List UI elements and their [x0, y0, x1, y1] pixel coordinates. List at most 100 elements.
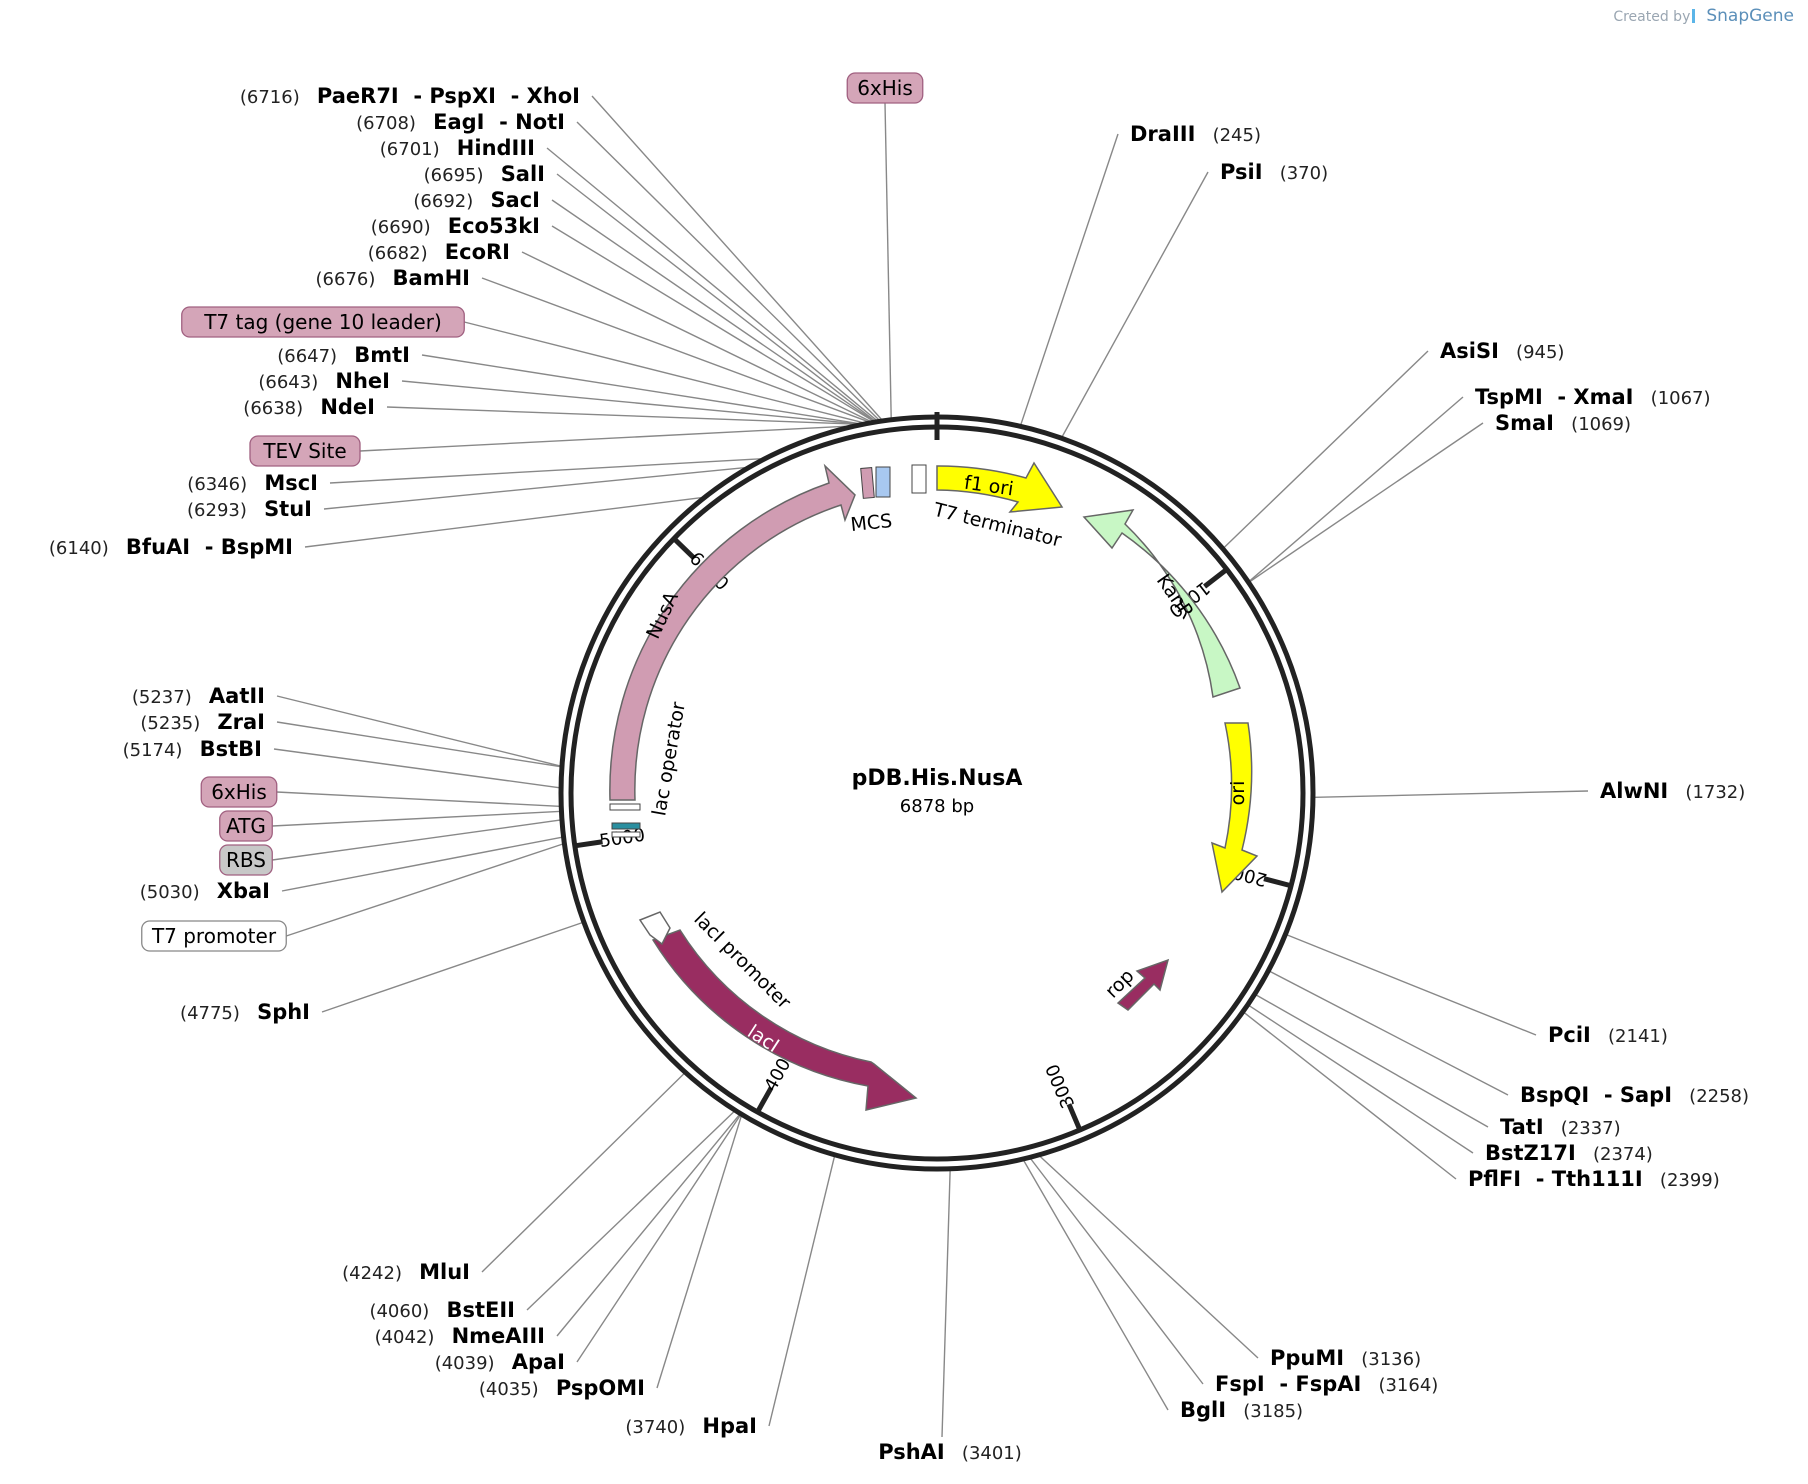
feature-tag[interactable]: T7 tag (gene 10 leader) — [181, 306, 465, 338]
restriction-site[interactable]: (4039) ApaI — [435, 1350, 565, 1374]
restriction-site[interactable]: (6676) BamHI — [316, 266, 470, 290]
site-name: AsiSI — [1440, 339, 1499, 363]
site-position: (3401) — [945, 1443, 1022, 1464]
created-by-text: Created by — [1613, 9, 1691, 25]
restriction-site[interactable]: (6682) EcoRI — [368, 240, 510, 264]
svg-text:(6643) NheI: (6643) NheI — [258, 369, 390, 393]
site-name: TatI — [1500, 1115, 1544, 1139]
restriction-site[interactable]: PshAI (3401) — [878, 1440, 1022, 1464]
feature-tag[interactable]: T7 promoter — [141, 920, 287, 952]
restriction-site[interactable]: (4242) MluI — [342, 1260, 470, 1284]
leader-line — [1244, 1012, 1457, 1180]
feature-tag-box — [181, 306, 465, 338]
restriction-site[interactable]: TspMI - XmaI (1067) — [1475, 385, 1711, 409]
restriction-site[interactable]: BspQI - SapI (2258) — [1520, 1083, 1749, 1107]
restriction-site[interactable]: (5030) XbaI — [140, 879, 270, 903]
restriction-site[interactable]: (6643) NheI — [258, 369, 390, 393]
svg-text:(4242) MluI: (4242) MluI — [342, 1260, 470, 1284]
restriction-site[interactable]: (4775) SphI — [180, 1000, 310, 1024]
restriction-site[interactable]: (5174) BstBI — [123, 737, 262, 761]
restriction-site[interactable]: PsiI (370) — [1220, 160, 1328, 184]
restriction-site[interactable]: AsiSI (945) — [1440, 339, 1564, 363]
restriction-site[interactable]: (6690) Eco53kI — [371, 214, 540, 238]
site-name: TspMI — [1475, 385, 1543, 409]
feature-tag-label: T7 tag (gene 10 leader) — [203, 310, 442, 334]
svg-text:PflFI - Tth111I (2399): PflFI - Tth111I (2399) — [1468, 1167, 1720, 1191]
site-name: SmaI — [1495, 411, 1554, 435]
site-name: AlwNI — [1600, 779, 1668, 803]
site-position: (3185) — [1226, 1401, 1303, 1422]
restriction-site[interactable]: (5237) AatII — [132, 684, 265, 708]
restriction-site[interactable]: PflFI - Tth111I (2399) — [1468, 1167, 1720, 1191]
site-position: (1732) — [1668, 782, 1745, 803]
restriction-site[interactable]: (6293) StuI — [187, 497, 312, 521]
restriction-site[interactable]: (6346) MscI — [187, 471, 318, 495]
leader-line — [884, 102, 892, 418]
tick-mark — [1203, 567, 1229, 589]
restriction-site[interactable]: PpuMI (3136) — [1270, 1346, 1421, 1370]
restriction-site[interactable]: (6708) EagI - NotI — [356, 110, 565, 134]
restriction-site[interactable]: SmaI (1069) — [1495, 411, 1631, 435]
lac-operator-block — [609, 803, 641, 811]
svg-text:DraIII (245): DraIII (245) — [1130, 122, 1261, 146]
site-name: ZraI — [217, 710, 265, 734]
feature-tag[interactable]: RBS — [219, 844, 273, 876]
restriction-site[interactable]: TatI (2337) — [1500, 1115, 1621, 1139]
restriction-site[interactable]: (3740) HpaI — [625, 1414, 757, 1438]
restriction-site[interactable]: AlwNI (1732) — [1600, 779, 1745, 803]
leader-line — [1223, 350, 1429, 548]
site-position: (4042) — [375, 1327, 452, 1348]
site-name: - NotI — [484, 110, 565, 134]
svg-text:TatI (2337): TatI (2337) — [1500, 1115, 1621, 1139]
site-position: (4775) — [180, 1003, 257, 1024]
restriction-site[interactable]: (6695) SalI — [424, 162, 545, 186]
svg-text:TspMI - XmaI (1067): TspMI - XmaI (1067) — [1475, 385, 1711, 409]
site-name: BglI — [1180, 1398, 1226, 1422]
restriction-site[interactable]: DraIII (245) — [1130, 122, 1261, 146]
ori-arrow — [1210, 722, 1259, 894]
svg-text:AsiSI (945): AsiSI (945) — [1440, 339, 1564, 363]
site-name: MscI — [264, 471, 318, 495]
feature-tag[interactable]: ATG — [219, 810, 273, 842]
restriction-site[interactable]: (6638) NdeI — [243, 395, 375, 419]
feature-tag[interactable]: TEV Site — [249, 435, 361, 467]
feature-tag[interactable]: 6xHis — [200, 776, 278, 808]
site-name: PsiI — [1220, 160, 1263, 184]
leader-line — [304, 497, 702, 548]
feature-tag-box — [219, 810, 273, 842]
restriction-site[interactable]: BglI (3185) — [1180, 1398, 1303, 1422]
restriction-site[interactable]: PciI (2141) — [1548, 1023, 1668, 1047]
restriction-site[interactable]: (5235) ZraI — [140, 710, 265, 734]
restriction-site[interactable]: BstZ17I (2374) — [1485, 1141, 1653, 1165]
leader-line — [551, 199, 874, 422]
site-position: (3164) — [1361, 1375, 1438, 1396]
leader-line — [329, 458, 761, 484]
restriction-site[interactable]: (4035) PspOMI — [479, 1376, 645, 1400]
leader-line — [276, 791, 560, 807]
feature-tag[interactable]: 6xHis — [846, 72, 924, 104]
svg-text:(6716) PaeR7I - PspXI - Xh: (6716) PaeR7I - PspXI - XhoI — [240, 84, 580, 108]
restriction-site[interactable]: (6692) SacI — [413, 188, 540, 212]
leader-line — [272, 819, 561, 861]
svg-text:(5030) XbaI: (5030) XbaI — [140, 879, 270, 903]
restriction-site[interactable]: FspI - FspAI (3164) — [1215, 1372, 1438, 1396]
leader-line — [359, 425, 846, 452]
rbs-block — [611, 822, 641, 830]
site-position: (6676) — [316, 269, 393, 290]
restriction-site[interactable]: (6716) PaeR7I - PspXI - XhoI — [240, 84, 580, 108]
restriction-site[interactable]: (6140) BfuAI - BspMI — [49, 535, 293, 559]
feature-tag-box — [200, 776, 278, 808]
restriction-site[interactable]: (6647) BmtI — [277, 343, 410, 367]
restriction-site[interactable]: (6701) HindIII — [380, 136, 535, 160]
site-position: (6695) — [424, 165, 501, 186]
restriction-site[interactable]: (4042) NmeAIII — [375, 1324, 545, 1348]
site-name: NheI — [335, 369, 390, 393]
site-name: BfuAI — [126, 535, 190, 559]
restriction-site[interactable]: (4060) BstEII — [369, 1298, 515, 1322]
site-position: (6140) — [49, 538, 126, 559]
tick-mark — [672, 536, 696, 560]
leader-line — [1287, 934, 1537, 1036]
leader-line — [1020, 133, 1119, 425]
plasmid-length: 6878 bp — [900, 796, 974, 817]
